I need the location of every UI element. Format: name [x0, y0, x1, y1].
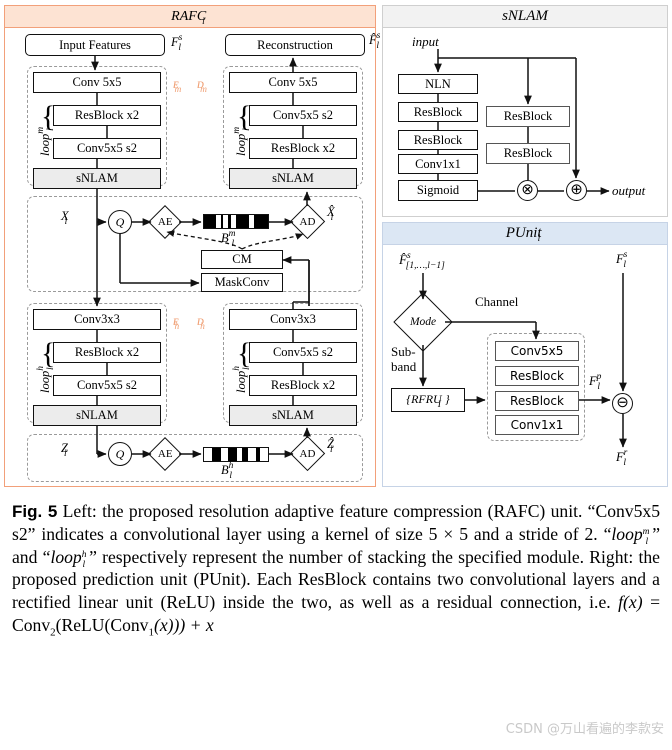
- snlam-left-block-2: ResBlock: [398, 130, 478, 150]
- punit-subband-branch-label: Sub-band: [391, 344, 417, 374]
- caption-formula-f: f: [618, 591, 624, 612]
- decoder-m-loop-brace: {: [237, 100, 252, 133]
- codec-h-bitstream-label: Bhl: [221, 461, 234, 481]
- codec-h-group: [27, 434, 363, 482]
- punit-rfru-box: {RFRUI}: [391, 388, 465, 412]
- punit-skip-symbol: Fsl: [616, 250, 628, 270]
- snlam-add-op: ⊕: [566, 180, 587, 201]
- punit-conv-block-1: ResBlock: [495, 366, 579, 386]
- encoder-m-block-1: ResBlock x2: [53, 105, 161, 126]
- caption-formula-x2: x: [205, 614, 214, 635]
- encoder-m-block-3: sNLAM: [33, 168, 161, 189]
- decoder-m-tag: ᴅm: [197, 77, 207, 95]
- decoder-m-block-1: Conv5x5 s2: [249, 105, 357, 126]
- punit-mode-decision: Mode: [393, 292, 453, 352]
- encoder-h-block-3: sNLAM: [33, 405, 161, 426]
- context-model-box: CM: [201, 250, 283, 269]
- encoder-h-block-1: ResBlock x2: [53, 342, 161, 363]
- punit-channel-branch-label: Channel: [475, 294, 519, 309]
- caption-formula-mid: (ReLU(Conv: [55, 614, 149, 635]
- decoder-h-loop-brace: {: [237, 337, 252, 370]
- figure-caption-label: Fig. 5: [12, 502, 58, 521]
- rafc-panel: RAFCl Input Features Fsl Reconstruction …: [4, 5, 380, 487]
- figure-area: RAFCl Input Features Fsl Reconstruction …: [4, 5, 668, 487]
- snlam-left-block-4: Sigmoid: [398, 180, 478, 201]
- caption-loop-m: loopml: [611, 523, 650, 547]
- decoder-h-loop-label: loophl: [232, 366, 252, 393]
- snlam-mid-block-1: ResBlock: [486, 143, 570, 164]
- punit-panel: PUnitl F̂s[1,…,l−1] Mode Channel Sub-ban…: [382, 222, 668, 487]
- snlam-left-block-1: ResBlock: [398, 102, 478, 122]
- caption-formula-tail: (x))) +: [153, 614, 206, 635]
- encoder-h-block-0: Conv3x3: [33, 309, 161, 330]
- encoder-h-block-2: Conv5x5 s2: [53, 375, 161, 396]
- punit-conv-block-3: Conv1x1: [495, 415, 579, 435]
- codec-m-bitstream-label: Bml: [221, 229, 236, 249]
- decoder-h-block-0: Conv3x3: [229, 309, 357, 330]
- input-features-box: Input Features: [25, 34, 165, 56]
- encoder-m-loop-brace: {: [41, 100, 56, 133]
- snlam-multiply-op: ⊗: [517, 180, 538, 201]
- figure-caption-text-2: ” and “: [12, 523, 660, 567]
- caption-formula-sub2: 2: [50, 626, 56, 639]
- decoder-m-loop-label: loopml: [232, 126, 252, 156]
- codec-m-quantizer: Q: [108, 210, 132, 234]
- codec-m-input-symbol: Xl: [61, 209, 69, 227]
- csdn-watermark: CSDN @万山看遍的李款安: [505, 722, 664, 737]
- encoder-m-block-2: Conv5x5 s2: [53, 138, 161, 159]
- punit-conv-block-0: Conv5x5: [495, 341, 579, 361]
- maskconv-box: MaskConv: [201, 273, 283, 292]
- punit-input-symbol: F̂s[1,…,l−1]: [399, 251, 445, 271]
- punit-residual-symbol: Frl: [616, 448, 628, 468]
- codec-h-quantizer: Q: [108, 442, 132, 466]
- figure-caption-text-3: ” respectively represent the number of s…: [12, 546, 660, 612]
- rafc-panel-title: RAFCl: [5, 6, 375, 28]
- snlam-left-block-3: Conv1x1: [398, 154, 478, 174]
- reconstruction-label: Reconstruction: [257, 37, 333, 52]
- codec-h-output-symbol: Ẑl: [327, 437, 334, 455]
- figure-caption-text-1: Left: the proposed resolution adaptive f…: [12, 501, 660, 544]
- encoder-m-loop-label: loopml: [36, 126, 56, 156]
- decoder-m-block-0: Conv 5x5: [229, 72, 357, 93]
- decoder-m-block-2: ResBlock x2: [249, 138, 357, 159]
- decoder-h-block-3: sNLAM: [229, 405, 357, 426]
- figure-caption: Fig. 5 Left: the proposed resolution ada…: [12, 500, 660, 639]
- snlam-panel-title: sNLAM: [383, 6, 667, 28]
- punit-conv-block-2: ResBlock: [495, 391, 579, 411]
- encoder-h-tag: ᴇh: [173, 314, 180, 332]
- input-symbol: Fsl: [171, 33, 183, 53]
- caption-formula-sub1: 1: [148, 626, 154, 639]
- codec-m-bitstream: [203, 214, 269, 229]
- encoder-h-loop-brace: {: [41, 337, 56, 370]
- snlam-panel: sNLAM input NLN ResBlock ResBlock Conv1x…: [382, 5, 668, 217]
- reconstruction-box: Reconstruction: [225, 34, 365, 56]
- decoder-h-tag: ᴅh: [197, 314, 205, 332]
- encoder-m-block-0: Conv 5x5: [33, 72, 161, 93]
- codec-m-group: [27, 196, 363, 292]
- caption-loop-h: loophl: [50, 546, 87, 570]
- encoder-m-tag: ᴇm: [173, 77, 182, 95]
- caption-formula-eq: = Conv: [12, 591, 660, 635]
- encoder-h-loop-label: loophl: [36, 366, 56, 393]
- caption-formula-x1: (x): [623, 591, 643, 612]
- snlam-left-block-0: NLN: [398, 74, 478, 94]
- decoder-m-block-3: sNLAM: [229, 168, 357, 189]
- reconstruction-symbol: F̂sl: [369, 31, 381, 51]
- snlam-mid-block-0: ResBlock: [486, 106, 570, 127]
- snlam-output-label: output: [612, 183, 646, 198]
- input-features-label: Input Features: [59, 37, 131, 52]
- punit-prediction-symbol: Fpl: [589, 372, 602, 392]
- decoder-h-block-1: Conv5x5 s2: [249, 342, 357, 363]
- punit-subtract-op: ⊖: [612, 393, 633, 414]
- codec-h-bitstream: [203, 447, 269, 462]
- codec-h-input-symbol: Zl: [61, 441, 68, 459]
- codec-m-output-symbol: X̂l: [327, 205, 335, 223]
- punit-panel-title: PUnitl: [383, 223, 667, 245]
- decoder-h-block-2: ResBlock x2: [249, 375, 357, 396]
- snlam-input-label: input: [412, 34, 439, 49]
